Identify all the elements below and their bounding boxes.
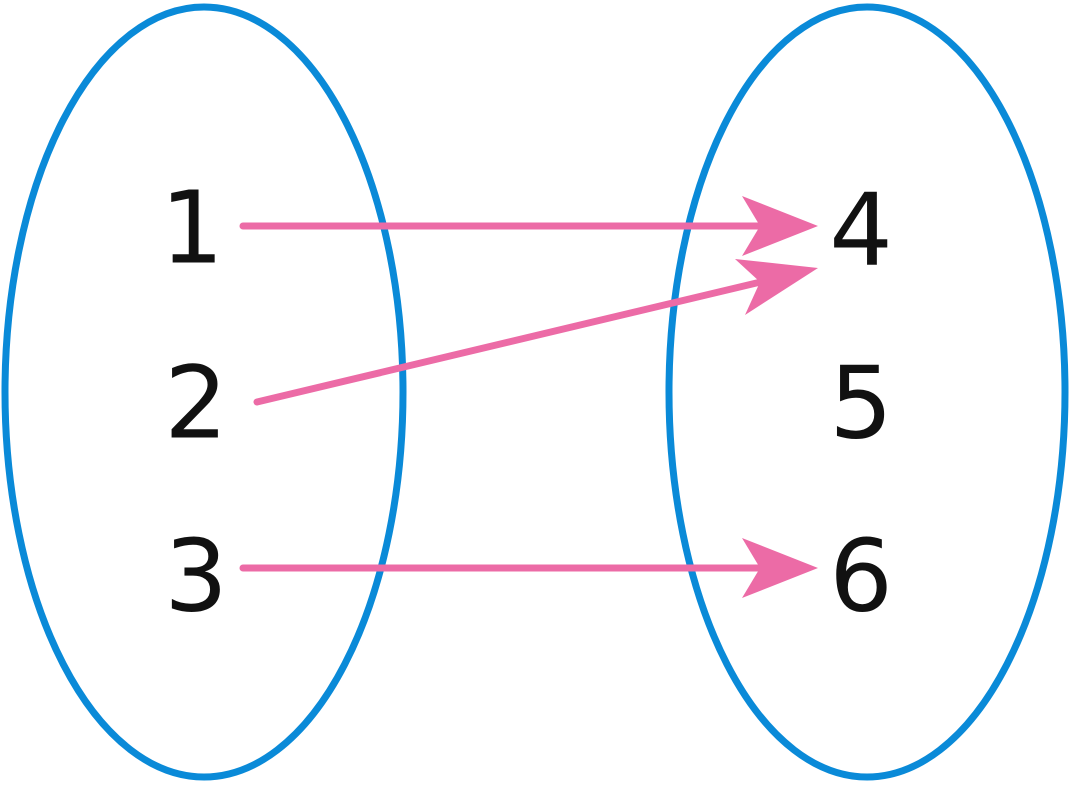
arrowhead-2-to-4 bbox=[735, 259, 818, 315]
domain-set-oval bbox=[1, 3, 407, 781]
codomain-element-5: 5 bbox=[829, 345, 893, 462]
arrowhead-1-to-4 bbox=[742, 196, 818, 256]
mapping-arrows bbox=[239, 196, 818, 598]
codomain-element-6: 6 bbox=[829, 518, 893, 635]
domain-element-1: 1 bbox=[160, 170, 224, 287]
codomain-set-oval bbox=[665, 3, 1069, 781]
codomain-element-4: 4 bbox=[829, 172, 893, 289]
mapping-arrow-2-to-4 bbox=[253, 271, 794, 406]
domain-element-2: 2 bbox=[164, 345, 228, 462]
arrowhead-3-to-6 bbox=[742, 538, 818, 598]
domain-element-3: 3 bbox=[164, 518, 228, 635]
